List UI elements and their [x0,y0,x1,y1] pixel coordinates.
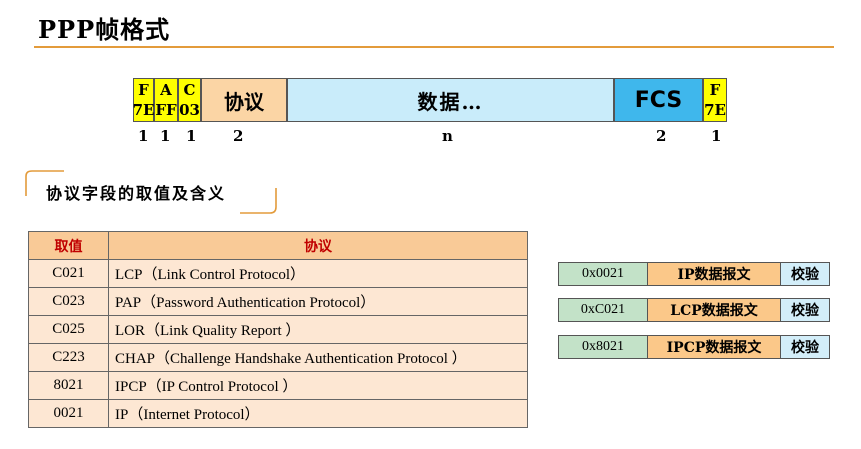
length-protocol: 2 [233,127,244,145]
frame-control-name: C [183,81,196,99]
example-code: 0x8021 [558,335,648,359]
example-code: 0xC021 [558,298,648,322]
frame-data: 数据… [287,78,614,122]
frame-control-value: 03 [179,101,200,119]
frame-flag-start-name: F [138,81,149,99]
ppp-frame-diagram: F 7E A FF C 03 协议 数据… FCS F 7E [133,78,727,122]
table-row: 0021 IP（Internet Protocol） [28,399,528,428]
example-message: IP数据报文 [647,262,781,286]
frame-protocol: 协议 [201,78,287,122]
example-checksum: 校验 [780,262,830,286]
table-row: C023 PAP（Password Authentication Protoco… [28,287,528,316]
bracket-bottom-right-icon [240,188,277,214]
protocol-table: 取值 协议 C021 LCP（Link Control Protocol） C0… [28,231,528,428]
length-control: 1 [186,127,197,145]
frame-address-name: A [160,81,172,99]
row-value: C025 [28,315,109,344]
table-row: C223 CHAP（Challenge Handshake Authentica… [28,343,528,372]
frame-flag-end-value: 7E [704,101,726,119]
frame-flag-end-name: F [709,81,721,99]
frame-address: A FF [154,78,178,122]
frame-control: C 03 [178,78,201,122]
example-code: 0x0021 [558,262,648,286]
table-header-row: 取值 协议 [28,231,528,260]
example-checksum: 校验 [780,298,830,322]
frame-fcs: FCS [614,78,703,122]
title-divider [34,46,834,48]
header-value: 取值 [28,231,109,260]
row-protocol: LCP（Link Control Protocol） [108,259,528,288]
length-flag-start: 1 [138,127,149,145]
example-ipcp-packet: 0x8021 IPCP数据报文 校验 [558,335,830,359]
row-value: 8021 [28,371,109,400]
row-protocol: IP（Internet Protocol） [108,399,528,428]
example-checksum: 校验 [780,335,830,359]
row-value: C023 [28,287,109,316]
frame-flag-start: F 7E [133,78,154,122]
table-row: 8021 IPCP（IP Control Protocol ） [28,371,528,400]
length-data: n [442,127,453,145]
example-ip-packet: 0x0021 IP数据报文 校验 [558,262,830,286]
frame-address-value: FF [155,101,177,119]
table-row: C025 LOR（Link Quality Report ） [28,315,528,344]
row-protocol: LOR（Link Quality Report ） [108,315,528,344]
header-protocol: 协议 [108,231,528,260]
length-address: 1 [160,127,171,145]
table-row: C021 LCP（Link Control Protocol） [28,259,528,288]
row-protocol: IPCP（IP Control Protocol ） [108,371,528,400]
row-value: 0021 [28,399,109,428]
row-value: C021 [28,259,109,288]
row-protocol: PAP（Password Authentication Protocol） [108,287,528,316]
length-flag-end: 1 [711,127,722,145]
row-value: C223 [28,343,109,372]
example-message: LCP数据报文 [647,298,781,322]
page-title: PPP帧格式 [38,15,171,44]
bracket-top-left-icon [25,170,64,196]
frame-flag-end: F 7E [703,78,727,122]
length-fcs: 2 [656,127,667,145]
frame-flag-start-value: 7E [132,101,155,119]
example-lcp-packet: 0xC021 LCP数据报文 校验 [558,298,830,322]
example-message: IPCP数据报文 [647,335,781,359]
section-heading: 协议字段的取值及含义 [46,184,227,203]
row-protocol: CHAP（Challenge Handshake Authentication … [108,343,528,372]
